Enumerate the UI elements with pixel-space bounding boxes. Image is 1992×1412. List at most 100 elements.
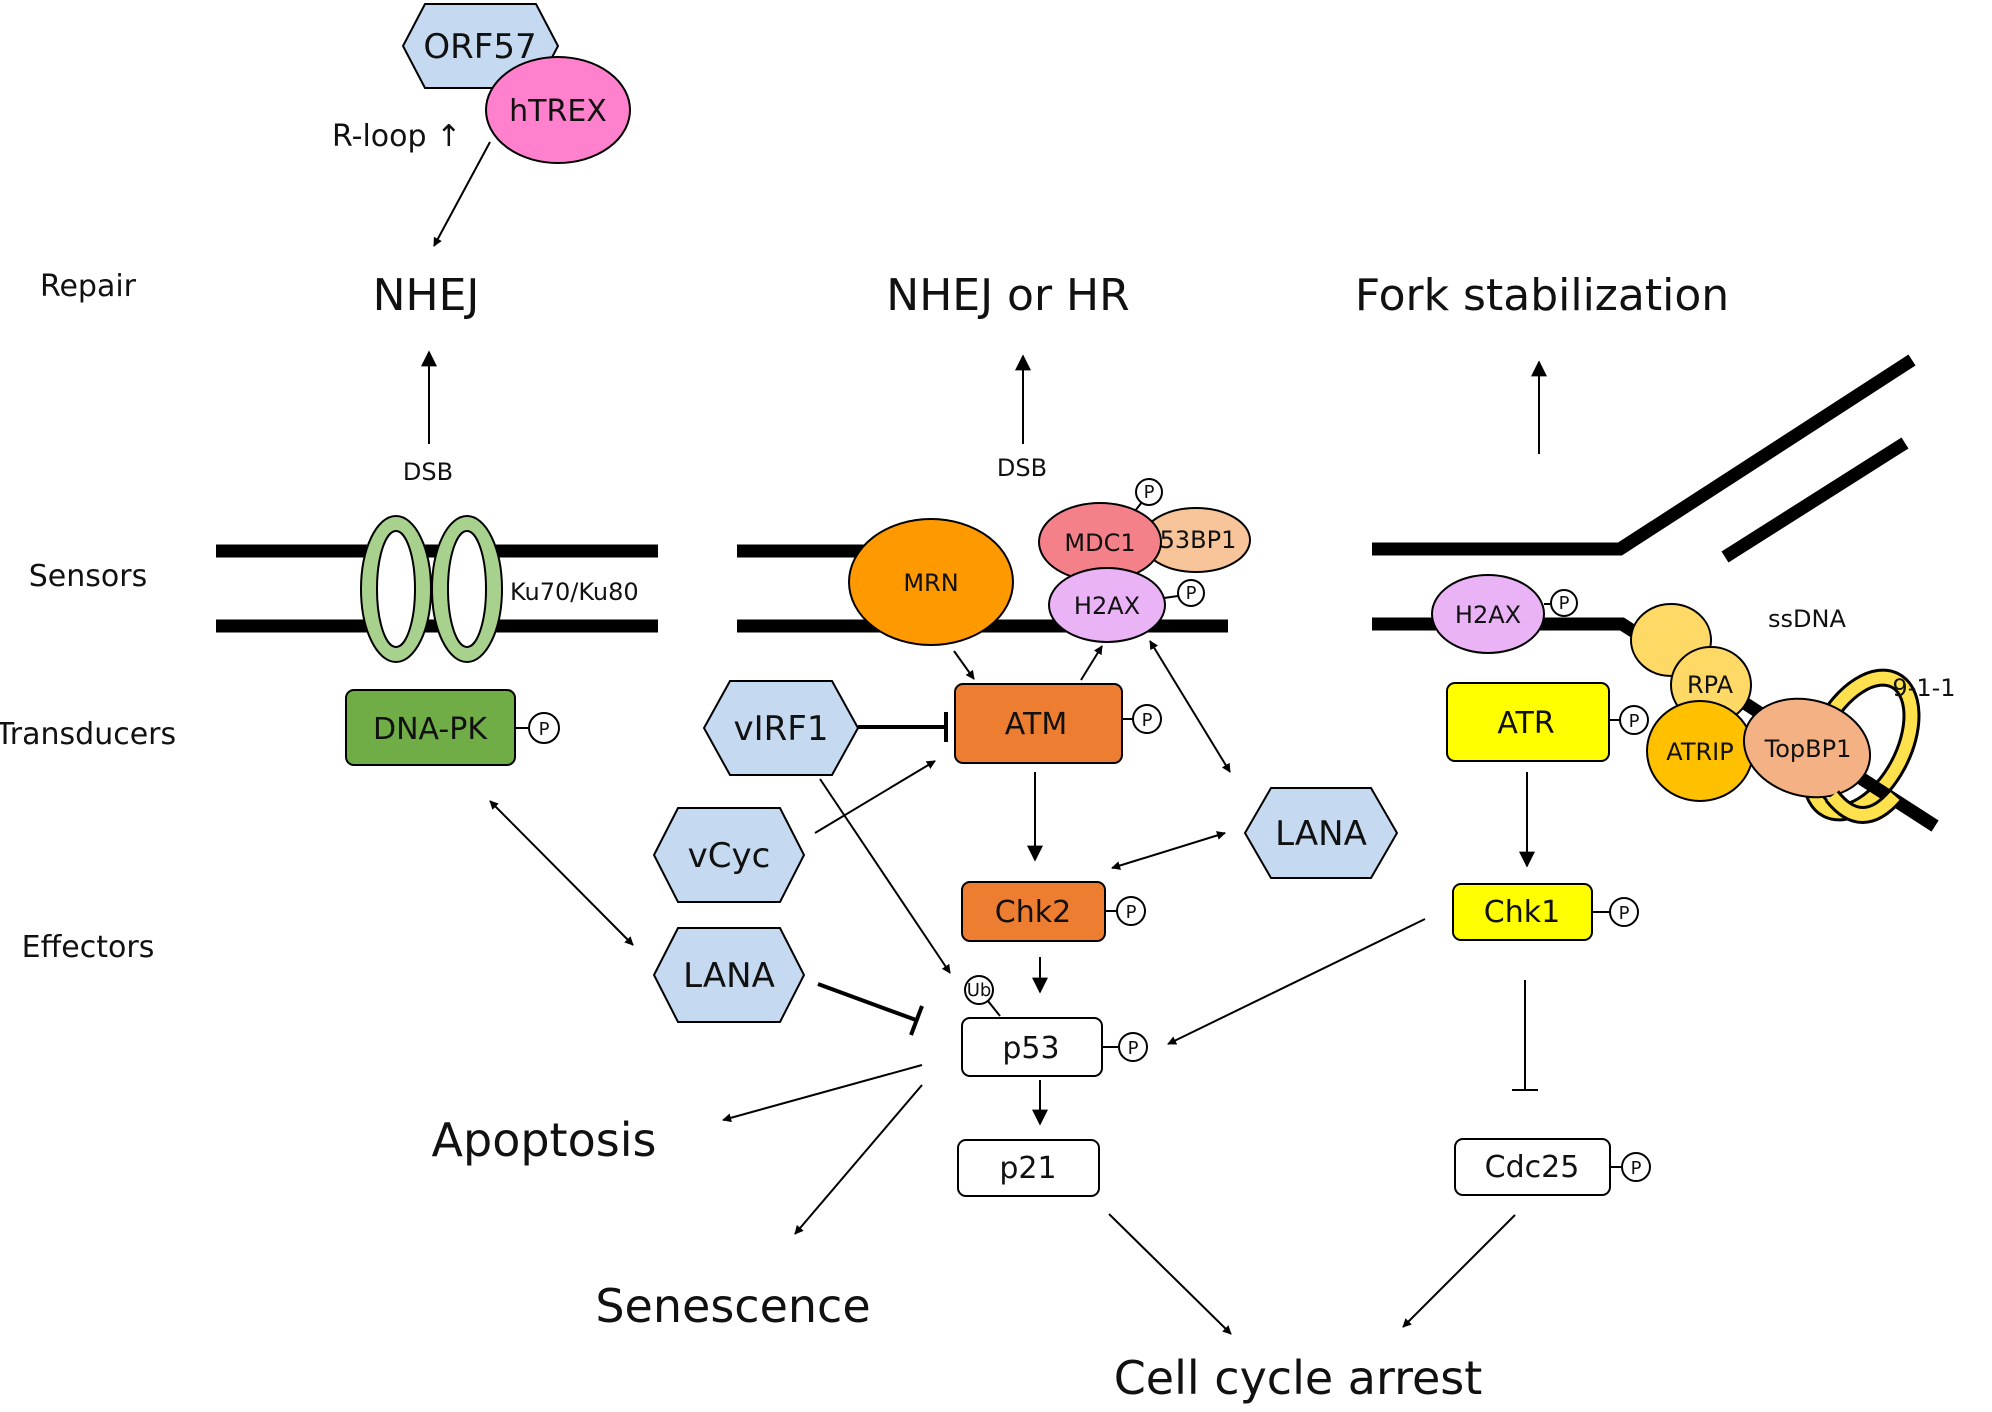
atr-phospho-badge: P — [1619, 705, 1649, 735]
inhibit-lana-p53-bar — [909, 1005, 924, 1036]
outcome-nhej-or-hr: NHEJ or HR — [886, 270, 1129, 321]
atrip-label: ATRIP — [1666, 738, 1733, 766]
htrex-node: hTREX — [485, 56, 631, 164]
arrow-atm-to-h2ax — [1080, 645, 1103, 681]
chk2-label: Chk2 — [995, 895, 1071, 930]
chk1-node: Chk1 — [1452, 883, 1593, 941]
lana-right-label: LANA — [1275, 814, 1367, 854]
atm-node: ATM — [954, 683, 1123, 764]
svg-text:P: P — [1629, 711, 1640, 732]
atm-label: ATM — [1005, 707, 1067, 742]
h2ax-right-node: H2AX — [1431, 574, 1545, 654]
dna-fork-top-strand — [1372, 354, 1916, 556]
h2ax-mid-phospho-badge: P — [1177, 579, 1205, 607]
arrow-vcyc-to-atm — [814, 760, 936, 834]
outcome-nhej: NHEJ — [373, 270, 480, 321]
row-label-effectors: Effectors — [22, 930, 155, 965]
bp53-node: 53BP1 — [1141, 507, 1251, 573]
chk1-phospho-badge: P — [1609, 897, 1639, 927]
svg-text:Ub: Ub — [967, 980, 992, 1001]
outcome-fork-stabilization: Fork stabilization — [1355, 270, 1729, 321]
lana-left-label: LANA — [683, 956, 775, 996]
arrow-cdc25-to-arrest — [1402, 1214, 1516, 1328]
mdc1-phospho-link — [1134, 501, 1143, 512]
dsb-label-left: DSB — [403, 458, 453, 486]
cdc25-label: Cdc25 — [1485, 1150, 1580, 1185]
h2ax-right-label: H2AX — [1455, 601, 1521, 629]
dsb-label-mid: DSB — [997, 454, 1047, 482]
ssdna-label: ssDNA — [1768, 605, 1846, 633]
svg-text:P: P — [1144, 482, 1155, 503]
dna-pk-node: DNA-PK — [345, 689, 516, 766]
virf1-node: vIRF1 — [702, 680, 860, 776]
htrex-label: hTREX — [509, 94, 607, 129]
svg-text:P: P — [1631, 1158, 1642, 1179]
rpa-label: RPA — [1687, 671, 1734, 699]
chk1-label: Chk1 — [1484, 895, 1560, 930]
arrow-p21-to-arrest — [1108, 1213, 1232, 1335]
h2ax-right-phospho-badge: P — [1550, 589, 1578, 617]
arrow-mrn-to-atm — [953, 650, 975, 680]
arrow-chk2-lana — [1111, 831, 1226, 870]
atr-label: ATR — [1497, 706, 1554, 741]
vcyc-node: vCyc — [652, 807, 806, 903]
svg-text:P: P — [1559, 593, 1570, 614]
svg-text:P: P — [1186, 583, 1197, 604]
mrn-node: MRN — [848, 518, 1014, 646]
row-label-repair: Repair — [40, 269, 137, 304]
atm-phospho-badge: P — [1132, 704, 1162, 734]
svg-text:P: P — [1128, 1038, 1139, 1059]
r-loop-label: R-loop ↑ — [332, 119, 461, 154]
mdc1-node: MDC1 — [1038, 502, 1162, 582]
p53-node: p53 — [961, 1017, 1103, 1077]
ubiquitin-link — [987, 1000, 1001, 1017]
arrow-p53-to-senescence — [794, 1084, 923, 1235]
chk2-node: Chk2 — [961, 881, 1106, 942]
ubiquitin-badge: Ub — [964, 975, 994, 1005]
mdc1-label: MDC1 — [1064, 529, 1135, 557]
arrow-virf1-to-p53 — [819, 778, 951, 974]
h2ax-mid-label: H2AX — [1074, 592, 1140, 620]
lana-left-node: LANA — [652, 927, 806, 1023]
svg-text:P: P — [1142, 710, 1153, 731]
h2ax-mid-phospho-link — [1163, 595, 1179, 599]
cdc25-node: Cdc25 — [1454, 1138, 1611, 1196]
chk2-phospho-badge: P — [1116, 896, 1146, 926]
svg-text:P: P — [1619, 903, 1630, 924]
mrn-label: MRN — [903, 569, 958, 597]
nine-one-one-label: 9-1-1 — [1892, 674, 1955, 702]
h2ax-mid-node: H2AX — [1048, 567, 1166, 643]
p53-phospho-badge: P — [1118, 1032, 1148, 1062]
p21-node: p21 — [957, 1139, 1100, 1197]
row-label-sensors: Sensors — [29, 559, 147, 594]
outcome-cell-cycle-arrest: Cell cycle arrest — [1114, 1351, 1483, 1405]
ku70-ku80-ring — [360, 515, 503, 663]
cdc25-phospho-badge: P — [1621, 1152, 1651, 1182]
arrow-dnapk-lana — [489, 800, 634, 946]
svg-text:P: P — [539, 719, 550, 740]
dna-pk-phospho-badge: P — [528, 712, 560, 744]
dna-fork-lagging-strand — [1721, 437, 1909, 563]
orf57-label: ORF57 — [423, 27, 536, 67]
atr-node: ATR — [1446, 682, 1610, 762]
topbp1-node: TopBP1 — [1742, 697, 1872, 799]
vcyc-label: vCyc — [688, 836, 771, 876]
outcome-apoptosis: Apoptosis — [432, 1113, 657, 1167]
p21-label: p21 — [999, 1151, 1056, 1186]
arrow-p53-to-apoptosis — [722, 1064, 923, 1123]
topbp1-label: TopBP1 — [1764, 735, 1852, 763]
arrow-chk1-to-p53 — [1167, 918, 1426, 1045]
dna-pk-label: DNA-PK — [373, 712, 488, 747]
arrow-rloop-to-nhej — [433, 141, 491, 247]
outcome-senescence: Senescence — [595, 1279, 870, 1333]
row-label-transducers: Transducers — [0, 717, 176, 752]
ku70-ku80-label: Ku70/Ku80 — [510, 578, 639, 606]
atrip-node: ATRIP — [1646, 700, 1754, 802]
bp53-label: 53BP1 — [1160, 526, 1237, 554]
arrow-h2ax-lana — [1149, 640, 1231, 773]
p53-label: p53 — [1002, 1031, 1059, 1066]
lana-right-node: LANA — [1243, 787, 1399, 879]
inhibit-lana-p53 — [817, 982, 917, 1022]
mdc1-phospho-badge: P — [1135, 478, 1163, 506]
